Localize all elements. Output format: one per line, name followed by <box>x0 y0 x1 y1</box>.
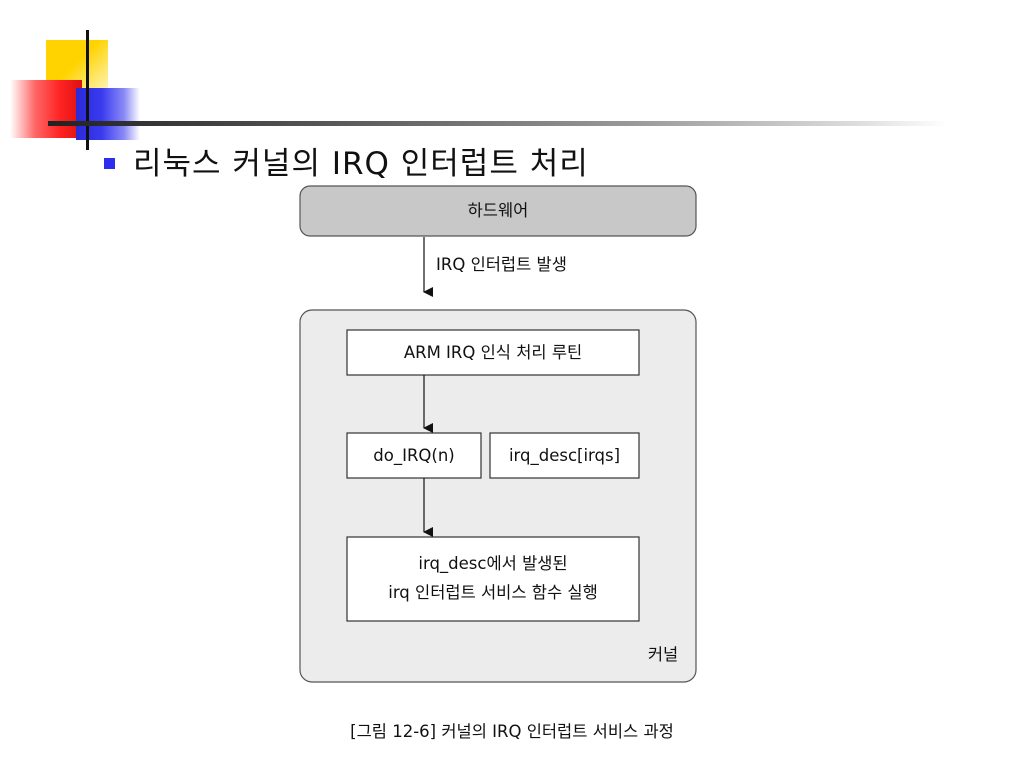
arm-routine-box <box>346 329 640 376</box>
hardware-box <box>299 185 697 237</box>
irq-desc-box <box>489 432 640 479</box>
title-divider-line <box>48 121 948 126</box>
service-label-line1: irq_desc에서 발생된 <box>418 554 568 573</box>
arrow-label: IRQ 인터럽트 발생 <box>436 255 567 274</box>
slide-title: 리눅스 커널의 IRQ 인터럽트 처리 <box>133 146 589 182</box>
do-irq-label: do_IRQ(n) <box>373 445 455 465</box>
title-bullet-row: 리눅스 커널의 IRQ 인터럽트 처리 <box>104 138 589 183</box>
service-box <box>346 536 640 622</box>
kernel-label: 커널 <box>647 645 679 664</box>
irq-desc-label: irq_desc[irqs] <box>508 445 621 465</box>
bullet-icon <box>104 158 115 169</box>
hardware-label: 하드웨어 <box>467 201 529 220</box>
service-label-line2: irq 인터럽트 서비스 함수 실행 <box>388 583 598 602</box>
decorative-red-square <box>10 80 82 138</box>
decorative-vertical-line <box>86 30 89 150</box>
do-irq-box <box>346 432 482 479</box>
figure-caption: [그림 12-6] 커널의 IRQ 인터럽트 서비스 과정 <box>350 722 674 741</box>
arm-routine-label: ARM IRQ 인식 처리 루틴 <box>403 342 583 362</box>
